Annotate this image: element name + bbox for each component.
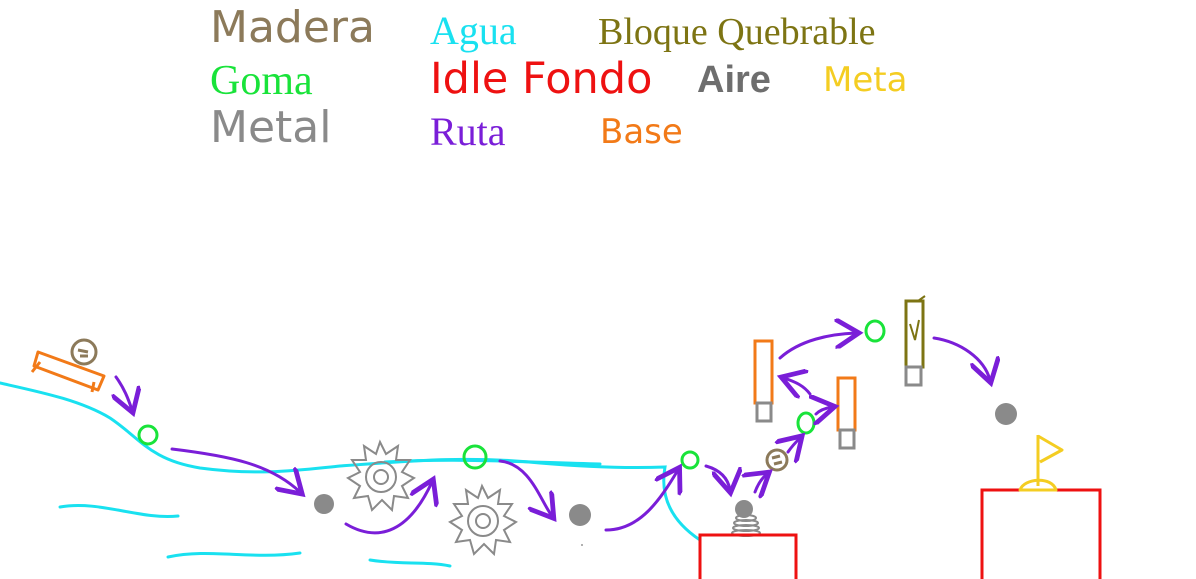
goma-ring [680, 450, 700, 470]
legend-meta: Meta [823, 60, 908, 100]
legend-goma: Goma [210, 58, 313, 104]
ruta-arrow [704, 464, 730, 490]
metal-gear-1 [346, 439, 416, 513]
ruta-arrow [604, 470, 678, 532]
legend-bloque-quebrable: Bloque Quebrable [598, 11, 876, 53]
water-wave-3 [368, 558, 452, 568]
idle-block-right [980, 488, 1102, 579]
ruta-arrow [816, 407, 832, 414]
base-pillar-right [836, 376, 857, 450]
legend: Madera Agua Bloque Quebrable Goma Idle F… [0, 0, 1196, 170]
metal-ball [569, 504, 591, 526]
ruta-arrow [778, 333, 856, 360]
idle-fondo-blocks [698, 488, 1102, 579]
legend-metal: Metal [210, 102, 332, 153]
speck [581, 544, 583, 546]
legend-agua: Agua [430, 8, 517, 53]
ruta-arrow [784, 378, 812, 394]
goma-ring [796, 411, 816, 435]
metal-ball [314, 494, 334, 514]
legend-ruta: Ruta [430, 109, 506, 154]
ruta-arrow [170, 447, 300, 492]
water-upper-line [383, 458, 602, 466]
metal-gear-2 [448, 483, 518, 557]
ruta-arrow [788, 438, 800, 452]
idle-block-left [698, 533, 798, 579]
legend-base: Base [600, 112, 683, 152]
aire-spring [731, 514, 761, 537]
water-main-line [0, 381, 702, 542]
ruta-arrow [755, 474, 767, 492]
base-pillar-left [753, 339, 774, 423]
ruta-arrow [116, 375, 132, 410]
legend-madera: Madera [210, 2, 375, 53]
meta-flag [1018, 434, 1064, 492]
water-wave-1 [58, 504, 180, 519]
agua-water [0, 381, 702, 568]
ruta-arrow [498, 459, 552, 516]
ruta-arrow [344, 482, 432, 535]
bloque-quebrable-column [904, 295, 926, 387]
ruta-arrows [116, 333, 990, 535]
madera-ball [70, 338, 98, 366]
goma-ring [864, 319, 886, 343]
madera-pellet [765, 448, 789, 472]
base-launcher [30, 350, 106, 393]
metal-balls [314, 403, 1017, 526]
goma-ring [137, 424, 159, 446]
water-wave-2 [166, 551, 302, 559]
goma-ring [462, 444, 488, 470]
metal-ball [995, 403, 1017, 425]
metal-ball [735, 500, 753, 518]
legend-aire: Aire [697, 59, 771, 101]
ruta-arrow [932, 336, 990, 380]
legend-idle-fondo: Idle Fondo [430, 54, 653, 104]
